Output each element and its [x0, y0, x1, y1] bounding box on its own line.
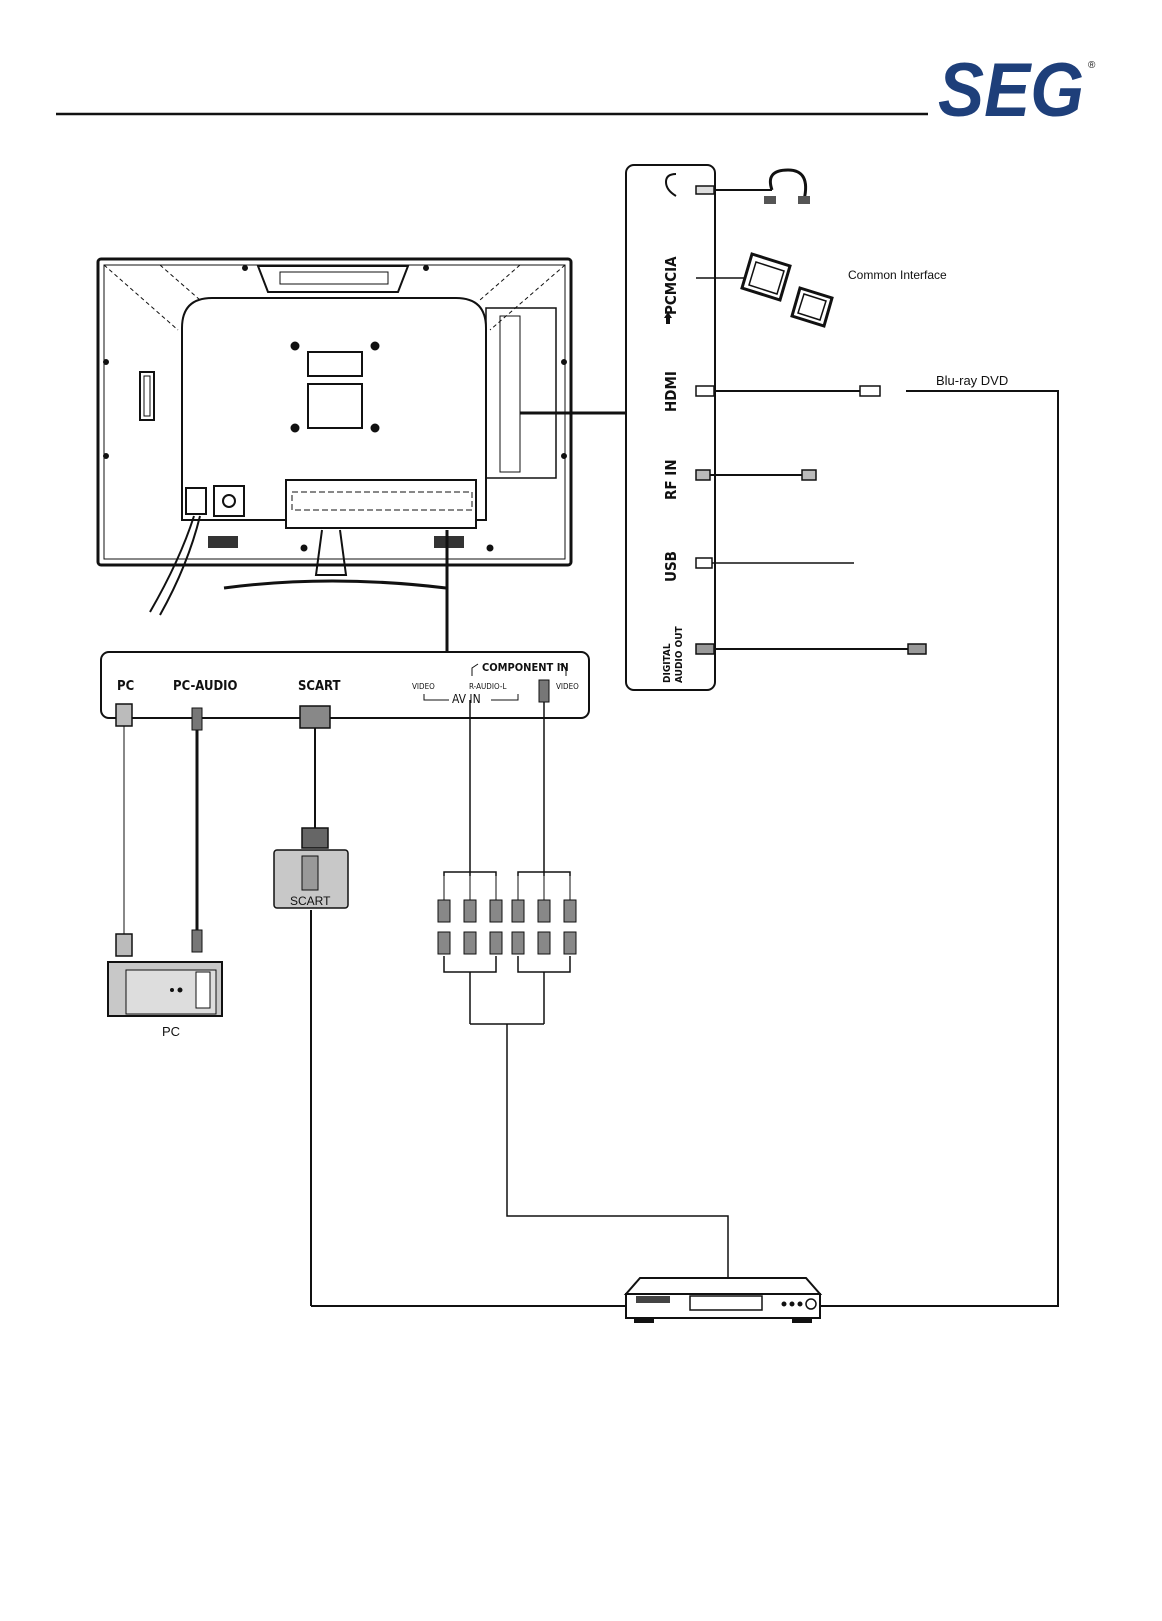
side-port-label-hdmi: HDMI	[662, 371, 680, 412]
bluray-player-icon	[626, 1278, 820, 1323]
rca-plugs	[438, 876, 576, 954]
side-connection-panel: PCMCIA HDMI RF IN USB DIGITAL AUDIO OUT	[626, 165, 715, 690]
rear-label-audio: R-AUDIO-L	[469, 682, 506, 691]
bluray-dvd-label: Blu-ray DVD	[936, 373, 1008, 388]
scart-adapter-label: SCART	[290, 894, 331, 908]
pc-audio-cable	[192, 708, 202, 952]
hdmi-to-bluray-line	[818, 391, 1058, 1306]
side-port-label-rf-in: RF IN	[662, 459, 680, 500]
rear-label-component-in: COMPONENT IN	[482, 661, 569, 674]
registered-mark: ®	[1088, 60, 1096, 71]
side-port-label-digital: DIGITAL	[662, 643, 673, 683]
rear-connection-panel: PC PC-AUDIO SCART VIDEO R-AUDIO-L AV IN …	[101, 652, 589, 718]
usb-cable	[696, 558, 854, 568]
rear-label-scart: SCART	[298, 679, 340, 694]
side-port-label-pcmcia: PCMCIA	[662, 256, 680, 315]
common-interface-label: Common Interface	[848, 268, 947, 282]
rear-label-pc-audio: PC-AUDIO	[173, 679, 238, 694]
av-component-cables	[444, 680, 728, 1278]
rear-label-pc: PC	[117, 679, 134, 694]
rear-label-comp-video: VIDEO	[556, 682, 579, 691]
side-port-label-audio-out: AUDIO OUT	[674, 625, 685, 683]
tv-rear-view	[98, 259, 571, 615]
pc-label: PC	[162, 1024, 180, 1039]
rear-label-av-video: VIDEO	[412, 682, 435, 691]
scart-cable	[300, 706, 330, 848]
pc-icon	[108, 962, 222, 1016]
hdmi-cable	[696, 386, 880, 396]
digital-audio-cable	[696, 644, 926, 654]
rear-label-av-in: AV IN	[452, 692, 481, 706]
logo-text: SEG	[938, 48, 1084, 133]
pc-vga-cable	[116, 704, 132, 956]
ci-card-icon	[696, 254, 832, 326]
seg-logo: SEG ®	[938, 48, 1096, 133]
side-port-label-usb: USB	[662, 551, 680, 582]
headphones-icon	[770, 170, 805, 200]
